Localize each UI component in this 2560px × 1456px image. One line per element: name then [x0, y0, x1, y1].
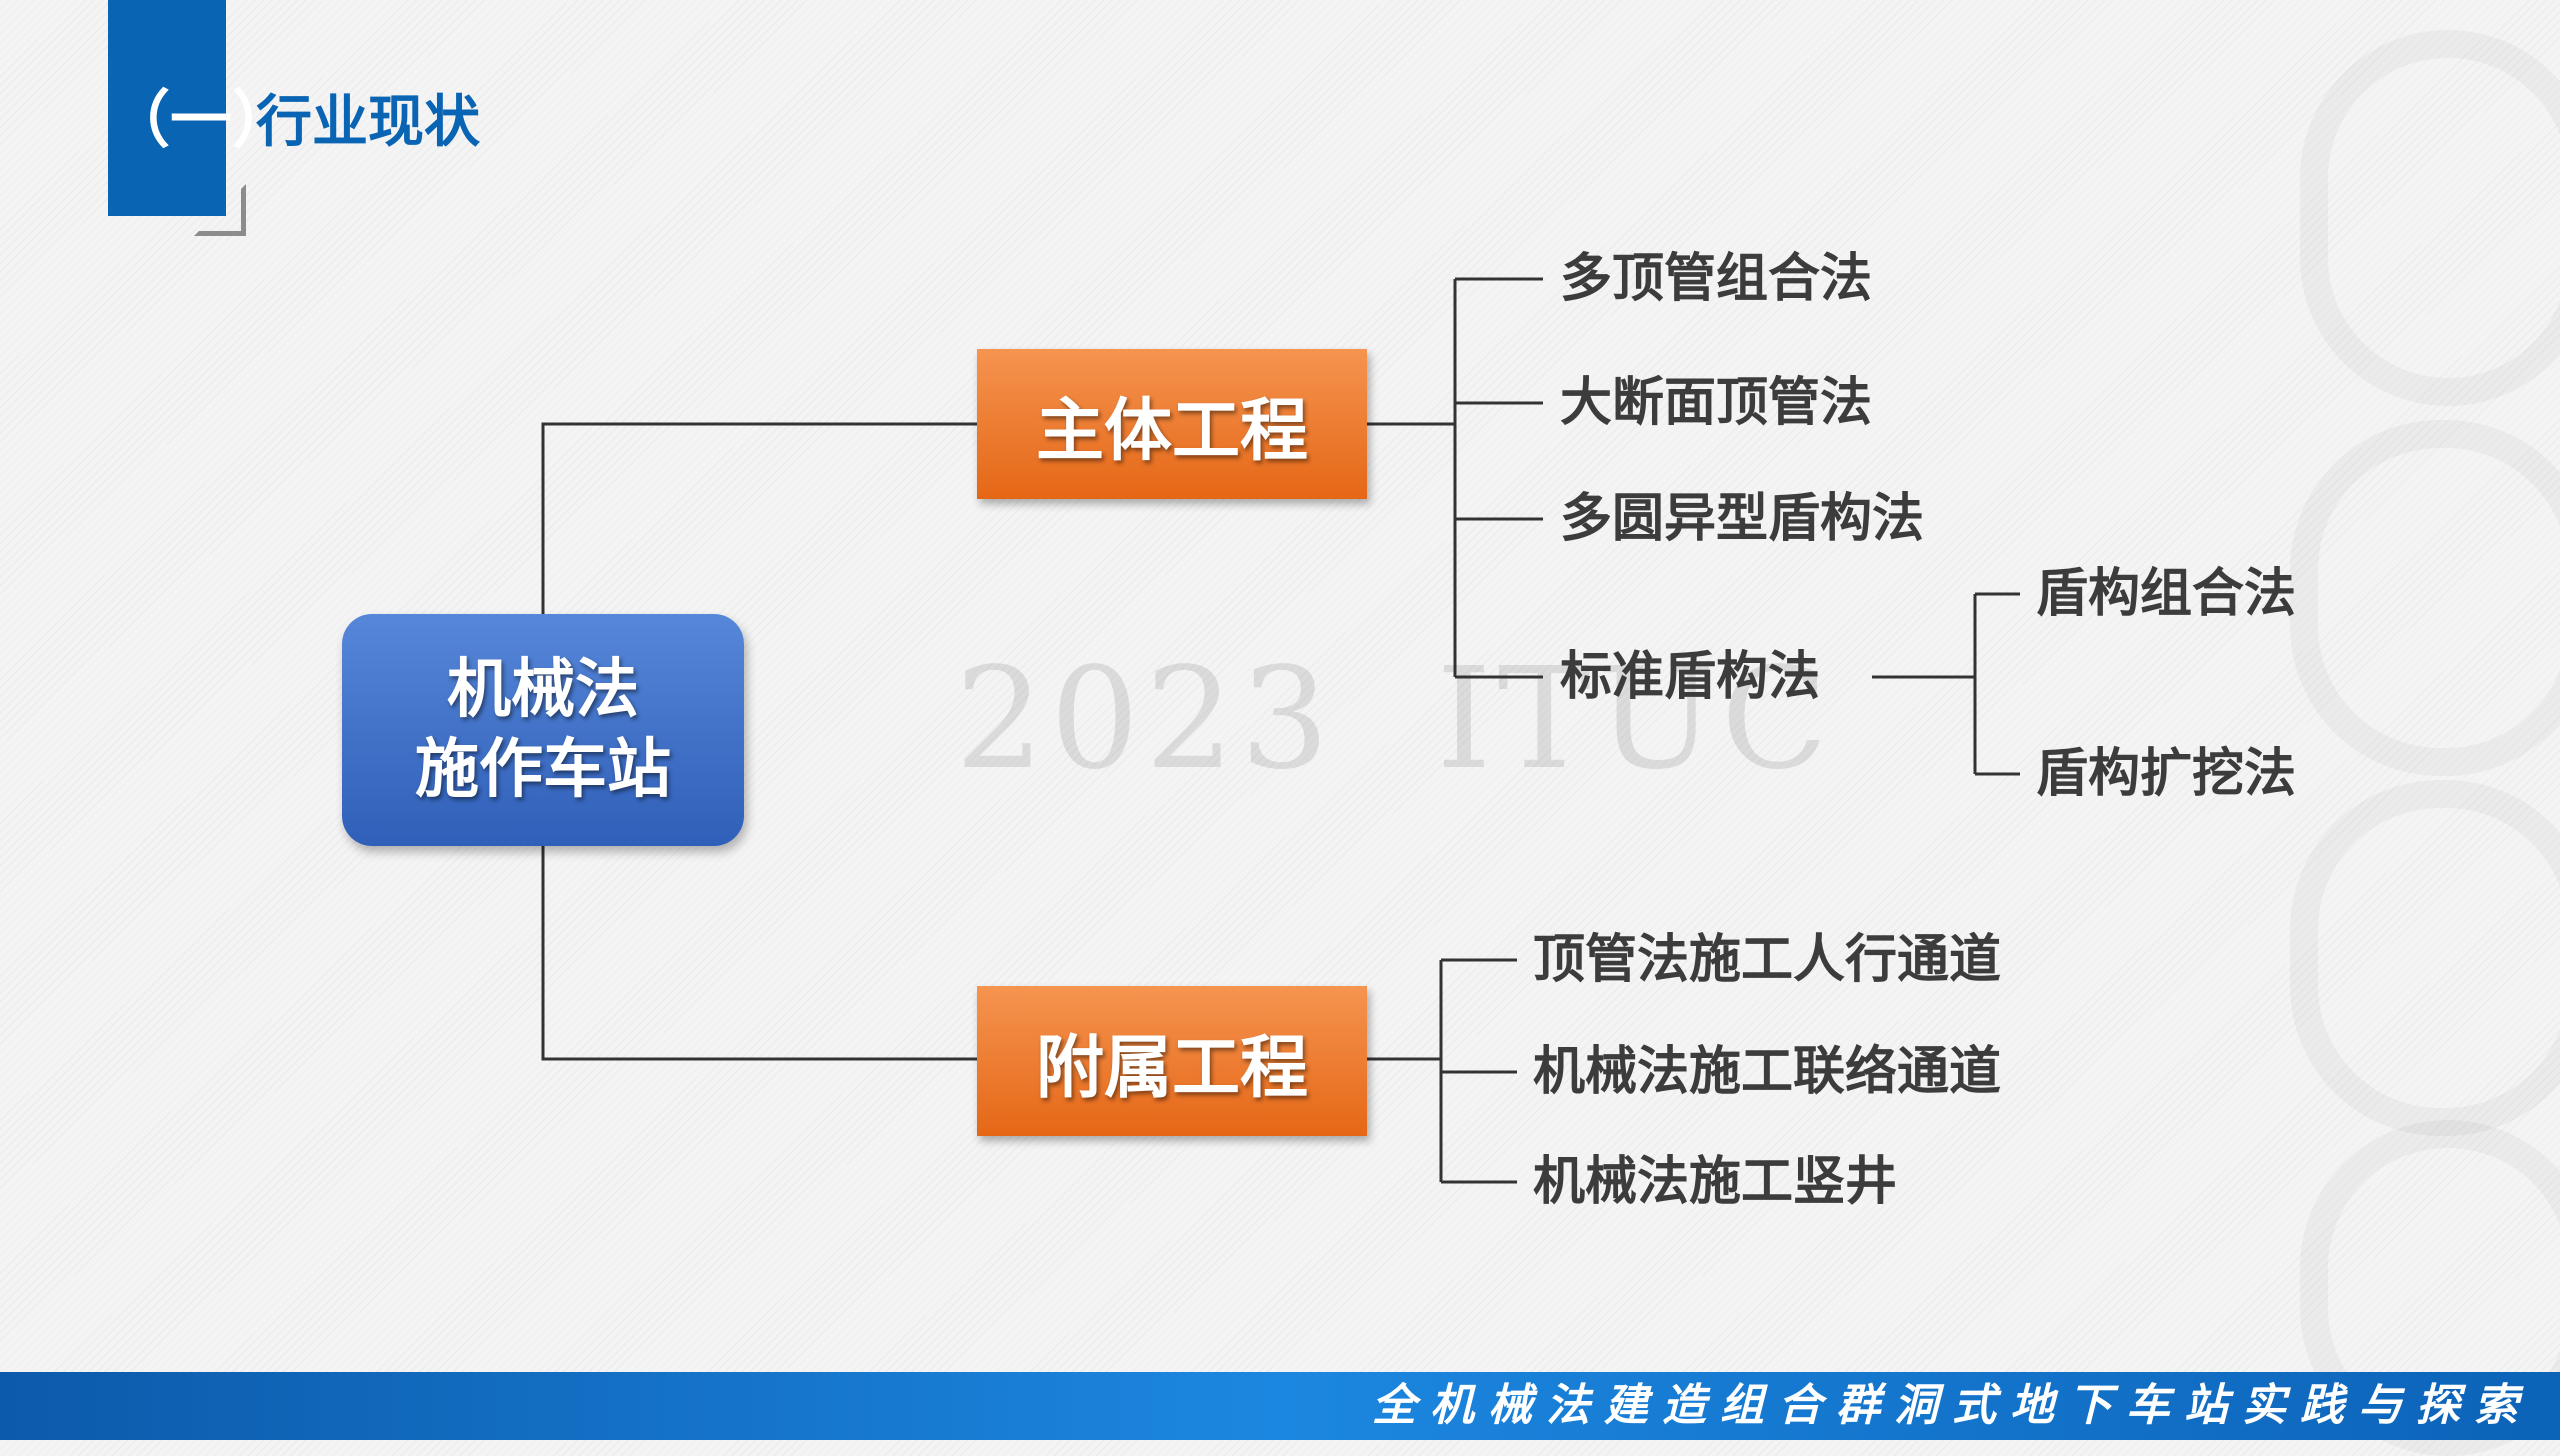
root-node-line2: 施作车站 — [415, 733, 671, 807]
branch-node-aux: 附属工程 — [977, 986, 1367, 1136]
section-title: 行业现状 — [256, 90, 480, 155]
leaf-node: 大断面顶管法 — [1560, 373, 1873, 433]
watermark: 2023 ITUC — [955, 638, 1835, 801]
sub-leaf-node: 盾构组合法 — [2036, 564, 2297, 624]
leaf-node: 标准盾构法 — [1560, 647, 1821, 707]
branch-node-main: 主体工程 — [977, 349, 1367, 499]
root-node-line1: 机械法 — [447, 653, 639, 727]
leaf-node: 多圆异型盾构法 — [1560, 489, 1925, 549]
connector-root-main — [541, 422, 977, 614]
leaf-node: 顶管法施工人行通道 — [1533, 930, 2002, 990]
leaf-node: 机械法施工联络通道 — [1533, 1042, 2002, 1102]
sub-leaf-node: 盾构扩挖法 — [2036, 744, 2297, 804]
footer-slogan: 全机械法建造组合群洞式地下车站实践与探索 — [1372, 1380, 2532, 1431]
root-node: 机械法 施作车站 — [342, 614, 744, 846]
section-header-bar — [108, 0, 226, 216]
footer-bar: 全机械法建造组合群洞式地下车站实践与探索 — [0, 1372, 2560, 1440]
leaf-node: 机械法施工竖井 — [1533, 1152, 1898, 1212]
leaf-node: 多顶管组合法 — [1560, 249, 1873, 309]
connector-root-aux — [541, 846, 977, 1061]
section-header-outline — [194, 184, 246, 236]
